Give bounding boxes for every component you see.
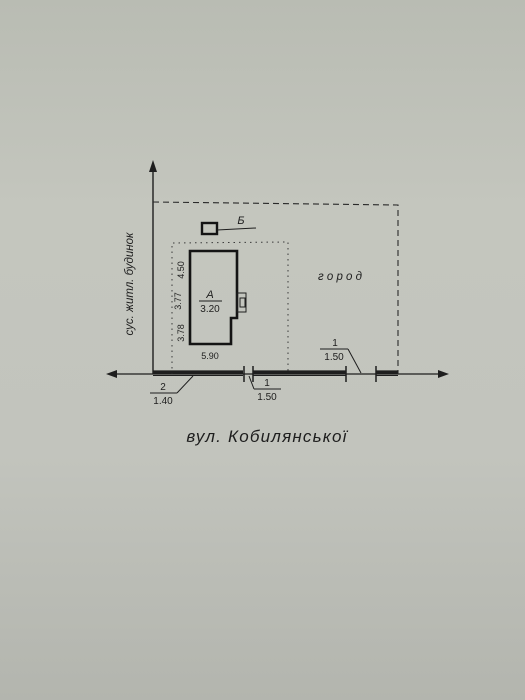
gate-3-width: 1.50 bbox=[324, 352, 344, 363]
gate-callout-3: 1 1.50 bbox=[320, 338, 362, 374]
street-name: вул. Кобилянської bbox=[186, 427, 348, 446]
axis-arrow-left-icon bbox=[106, 370, 117, 378]
gate-callout-1: 2 1.40 bbox=[150, 375, 194, 407]
shed-b-outline bbox=[200, 221, 219, 236]
gate-2-number: 1 bbox=[264, 378, 270, 389]
gate-callout-2: 1 1.50 bbox=[248, 375, 281, 403]
street-fence bbox=[153, 366, 398, 382]
gate-1-width: 1.40 bbox=[153, 396, 173, 407]
gate-2-width: 1.50 bbox=[257, 392, 277, 403]
dim-low: 3.78 bbox=[176, 324, 186, 342]
shed-b-letter: Б bbox=[237, 215, 244, 227]
axis-arrow-up-icon bbox=[149, 160, 157, 172]
axis-arrow-right-icon bbox=[438, 370, 449, 378]
porch-icon bbox=[236, 292, 247, 313]
gate-3-number: 1 bbox=[332, 338, 338, 349]
building-a-letter: А bbox=[205, 289, 213, 301]
neighbor-house-label: сус. житл. будинок bbox=[124, 232, 136, 335]
gate-1-number: 2 bbox=[160, 382, 166, 393]
dim-width: 5.90 bbox=[201, 351, 219, 361]
building-a-value: 3.20 bbox=[200, 304, 220, 315]
plot-boundary bbox=[152, 201, 399, 374]
garden-label: г о р о д bbox=[318, 271, 362, 283]
dim-top: 4.50 bbox=[176, 261, 186, 279]
building-a-outline bbox=[188, 249, 239, 346]
dim-mid: 3.77 bbox=[173, 292, 183, 310]
shed-leader-line bbox=[216, 227, 257, 231]
